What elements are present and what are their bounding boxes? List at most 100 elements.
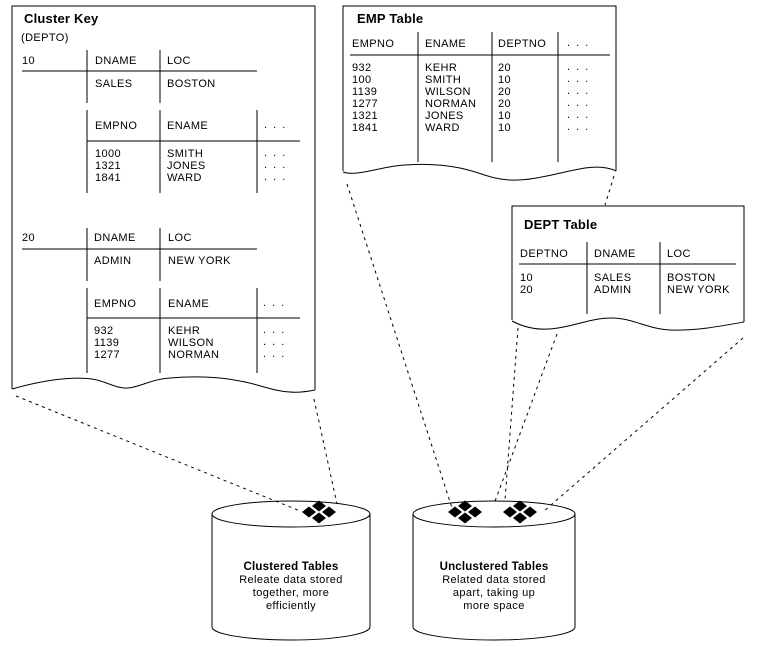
clustered-disk-shape [211,500,371,641]
cell-ename: JONES [425,110,464,122]
cell-empno: 100 [352,74,372,86]
col-header-dname: DNAME [95,55,137,67]
cell-ename: WILSON [168,337,214,349]
cell-ename: NORMAN [425,98,477,110]
emp-table-box-outline [342,5,617,181]
line-emp-right-lower [493,333,558,505]
cell-ename: KEHR [168,325,201,337]
col-header-ename: ENAME [167,120,209,132]
cluster-key-value: 20 [22,232,36,244]
ellipsis-cell: . . . [263,348,286,360]
clustered-disk-desc-line: Releate data stored [239,574,343,586]
col-header-deptno: DEPTNO [498,38,547,50]
dept-table-rules [519,242,736,314]
ellipsis-cell: . . . [567,73,590,85]
col-header-ename: ENAME [425,38,467,50]
ellipsis-cell: . . . [567,121,590,133]
emp-table-title: EMP Table [357,11,424,26]
ellipsis-cell: . . . [567,61,590,73]
cell-empno: 1841 [95,172,122,184]
ellipsis-cell: . . . [264,119,287,131]
line-clusterkey-left [15,395,301,512]
ellipsis-cell: . . . [263,336,286,348]
cluster-key-rules [22,50,300,373]
unclustered-disk-desc-line: more space [463,600,525,612]
cell-loc: BOSTON [667,272,716,284]
cell-loc: NEW YORK [667,284,730,296]
col-header-empno: EMPNO [95,120,138,132]
cell-empno: 1139 [94,337,120,349]
col-header-ename: ENAME [168,298,210,310]
cell-ename: SMITH [167,148,204,160]
col-header-deptno: DEPTNO [520,248,569,260]
cell-ename: WILSON [425,86,471,98]
col-header-empno: EMPNO [94,298,137,310]
ellipsis-cell: . . . [567,97,590,109]
cell-dname: SALES [594,272,632,284]
cell-dname: ADMIN [94,255,132,267]
cell-empno: 1321 [352,110,379,122]
ellipsis-cell: . . . [567,37,590,49]
col-header-loc: LOC [167,55,191,67]
cell-ename: WARD [425,122,460,134]
unclustered-diamonds-right-icon [503,500,537,524]
cell-empno: 1277 [352,98,379,110]
cell-ename: JONES [167,160,206,172]
cell-deptno: 20 [520,284,534,296]
emp-table-rules [350,32,610,162]
cell-empno: 1000 [95,148,122,160]
cell-empno: 1321 [95,160,122,172]
cell-dname: ADMIN [594,284,632,296]
line-emp-right-upper [604,175,615,206]
unclustered-disk-title: Unclustered Tables [439,561,549,573]
ellipsis-cell: . . . [567,109,590,121]
ellipsis-cell: . . . [263,324,286,336]
cluster-key-value: 10 [22,55,36,67]
clustered-diamonds-icon [302,500,336,524]
cell-ename: NORMAN [168,349,220,361]
cell-ename: SMITH [425,74,462,86]
cluster-key-subtitle: (DEPTO) [21,32,69,44]
cell-deptno: 10 [498,110,512,122]
cell-loc: BOSTON [167,78,216,90]
cell-ename: WARD [167,172,202,184]
cell-dname: SALES [95,78,133,90]
line-dept-left [504,327,519,501]
cell-empno: 1841 [352,122,379,134]
dept-table-title: DEPT Table [524,217,598,232]
dept-table-box-outline [511,205,745,331]
cell-deptno: 20 [498,86,512,98]
line-emp-left [346,183,453,509]
col-header-dname: DNAME [94,232,136,244]
cell-deptno: 10 [498,74,512,86]
cell-deptno: 20 [498,98,512,110]
cell-empno: 1277 [94,349,121,361]
projection-lines [15,175,744,513]
cell-empno: 932 [352,62,372,74]
cell-deptno: 10 [498,122,512,134]
ellipsis-cell: . . . [567,85,590,97]
clustered-disk-desc-line: together, more [252,587,330,599]
ellipsis-cell: . . . [264,171,287,183]
unclustered-disk-desc-line: Related data stored [442,574,546,586]
cluster-key-box-outline [11,5,316,393]
col-header-empno: EMPNO [352,38,395,50]
unclustered-disk-shape [412,500,576,641]
line-dept-right [542,337,744,513]
clustered-disk-title: Clustered Tables [243,561,339,573]
col-header-loc: LOC [168,232,192,244]
ellipsis-cell: . . . [264,159,287,171]
ellipsis-cell: . . . [264,147,287,159]
cluster-key-title: Cluster Key [24,11,99,26]
line-clusterkey-right [313,398,338,505]
ellipsis-cell: . . . [263,297,286,309]
unclustered-disk-desc-line: apart, taking up [452,587,536,599]
cell-ename: KEHR [425,62,458,74]
cell-deptno: 20 [498,62,512,74]
unclustered-diamonds-left-icon [448,500,482,524]
cell-deptno: 10 [520,272,534,284]
cell-empno: 1139 [352,86,378,98]
cell-empno: 932 [94,325,114,337]
